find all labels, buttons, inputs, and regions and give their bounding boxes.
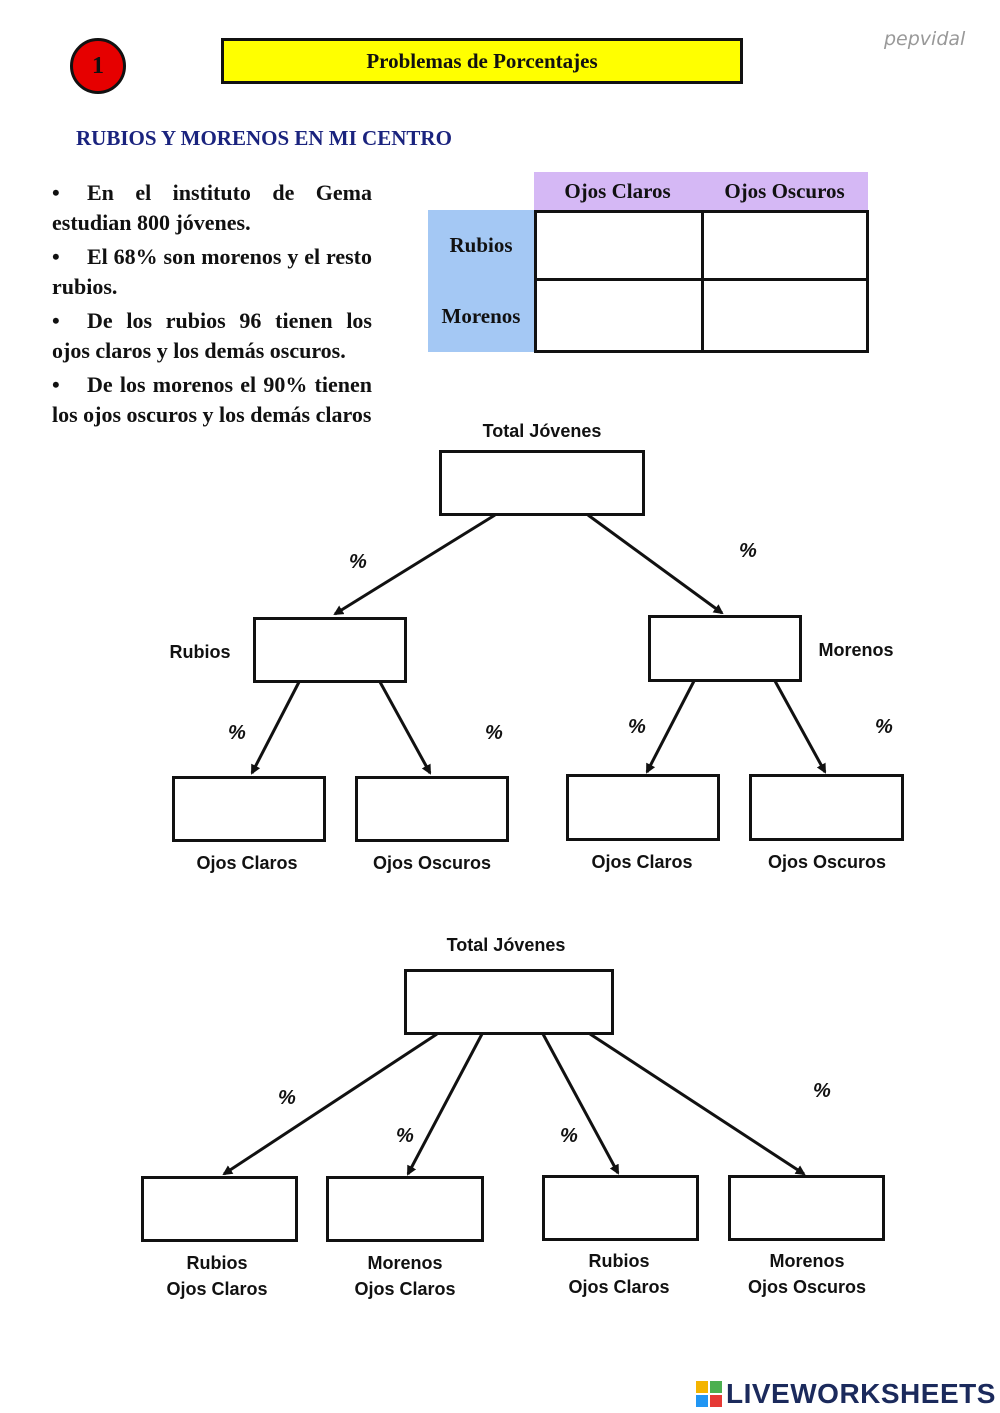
- bullet-dot: •: [52, 308, 60, 333]
- table-cell-morenos-oscuros[interactable]: [701, 278, 869, 353]
- bullet-dot: •: [52, 244, 60, 269]
- tree2-percent-1: %: [278, 1087, 296, 1109]
- tree1-leaf-label: Ojos Oscuros: [767, 852, 887, 872]
- bullet-text: De los morenos el 90% tienen los ojos os…: [52, 372, 372, 427]
- tree1-percent-right: %: [739, 540, 757, 562]
- tree2-leaf-label: Morenos Ojos Oscuros: [722, 1248, 892, 1300]
- tree1-leaf-box[interactable]: [172, 776, 326, 842]
- problem-statement: •En el instituto de Gema estudian 800 jó…: [52, 178, 372, 434]
- tree1-leaf-box[interactable]: [355, 776, 509, 842]
- logo-square: [710, 1381, 722, 1393]
- logo-square: [696, 1381, 708, 1393]
- table-row-header-rubios: Rubios: [428, 210, 534, 280]
- bullet-item: •En el instituto de Gema estudian 800 jó…: [52, 178, 372, 238]
- tree1-rubios-box[interactable]: [253, 617, 407, 683]
- tree1-leaf-box[interactable]: [749, 774, 904, 841]
- bullet-text: El 68% son morenos y el resto rubios.: [52, 244, 372, 299]
- tree2-leaf-box[interactable]: [542, 1175, 699, 1241]
- tree1-leaf-label: Ojos Claros: [196, 853, 298, 873]
- tree2-leaf-label: Rubios Ojos Claros: [534, 1248, 704, 1300]
- tree1-leaf-label: Ojos Claros: [591, 852, 693, 872]
- tree2-leaf-box[interactable]: [141, 1176, 298, 1242]
- bullet-dot: •: [52, 372, 60, 397]
- tree1-root-label: Total Jóvenes: [482, 421, 602, 441]
- tree2-root-label: Total Jóvenes: [446, 935, 566, 955]
- tree1-rubios-label: Rubios: [169, 642, 231, 662]
- leaf-line: Rubios: [186, 1253, 248, 1273]
- page-title: Problemas de Porcentajes: [221, 38, 743, 84]
- liveworksheets-logo: LIVEWORKSHEETS: [696, 1378, 996, 1410]
- leaf-line: Ojos Claros: [568, 1277, 670, 1297]
- leaf-line: Morenos: [367, 1253, 443, 1273]
- tree2-leaf-box[interactable]: [728, 1175, 885, 1241]
- tree2-root-box[interactable]: [404, 969, 614, 1035]
- liveworksheets-logo-icon: [696, 1381, 722, 1407]
- leaf-line: Morenos: [769, 1251, 845, 1271]
- tree2-percent-2: %: [396, 1125, 414, 1147]
- table-cell-rubios-oscuros[interactable]: [701, 210, 869, 281]
- tree1-percent-rubios-claros: %: [228, 722, 246, 744]
- tree1-percent-morenos-claros: %: [628, 716, 646, 738]
- tree1-percent-left: %: [349, 551, 367, 573]
- tree1-leaf-box[interactable]: [566, 774, 720, 841]
- tree2-leaf-label: Rubios Ojos Claros: [132, 1250, 302, 1302]
- bullet-text: En el instituto de Gema estudian 800 jóv…: [52, 180, 372, 235]
- leaf-line: Ojos Claros: [166, 1279, 268, 1299]
- tree2-percent-3: %: [560, 1125, 578, 1147]
- leaf-line: Ojos Oscuros: [747, 1277, 867, 1297]
- tree1-morenos-label: Morenos: [818, 640, 894, 660]
- liveworksheets-logo-text: LIVEWORKSHEETS: [726, 1378, 996, 1409]
- table-cell-morenos-claros[interactable]: [534, 278, 704, 353]
- leaf-line: Rubios: [588, 1251, 650, 1271]
- tree1-morenos-box[interactable]: [648, 615, 802, 682]
- tree2-leaf-box[interactable]: [326, 1176, 484, 1242]
- table-header-ojos-oscuros: Ojos Oscuros: [701, 172, 868, 210]
- bullet-item: •De los rubios 96 tienen los ojos claros…: [52, 306, 372, 366]
- problem-number-badge: 1: [70, 38, 126, 94]
- table-row-header-morenos: Morenos: [428, 280, 534, 352]
- tree2-percent-4: %: [813, 1080, 831, 1102]
- tree1-leaf-label: Ojos Oscuros: [372, 853, 492, 873]
- logo-square: [696, 1395, 708, 1407]
- bullet-item: •El 68% son morenos y el resto rubios.: [52, 242, 372, 302]
- logo-square: [710, 1395, 722, 1407]
- leaf-line: Ojos Claros: [354, 1279, 456, 1299]
- bullet-item: •De los morenos el 90% tienen los ojos o…: [52, 370, 372, 430]
- bullet-dot: •: [52, 180, 60, 205]
- table-header-ojos-claros: Ojos Claros: [534, 172, 701, 210]
- author-brand: pepvidal: [884, 28, 966, 50]
- section-subtitle: RUBIOS Y MORENOS EN MI CENTRO: [76, 126, 452, 150]
- tree2-leaf-label: Morenos Ojos Claros: [320, 1250, 490, 1302]
- tree1-root-box[interactable]: [439, 450, 645, 516]
- tree1-percent-rubios-oscuros: %: [485, 722, 503, 744]
- tree1-percent-morenos-oscuros: %: [875, 716, 893, 738]
- bullet-text: De los rubios 96 tienen los ojos claros …: [52, 308, 372, 363]
